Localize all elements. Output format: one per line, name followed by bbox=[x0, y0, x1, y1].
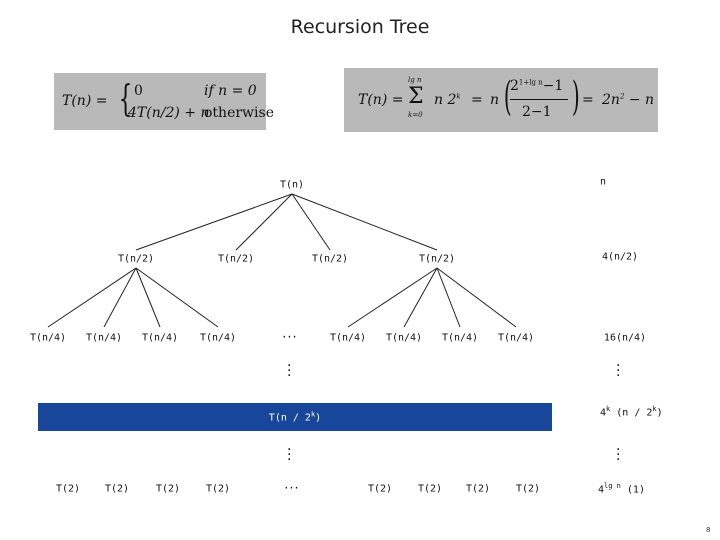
equals-2: = bbox=[582, 92, 594, 108]
tree-node-level1: T(n/2) bbox=[117, 253, 155, 265]
solution-result: 2n2 − n bbox=[602, 92, 655, 108]
right-paren: ) bbox=[571, 74, 580, 120]
recurrence-lhs: T(n) = bbox=[62, 93, 108, 109]
edge bbox=[103, 267, 137, 328]
edge bbox=[135, 267, 219, 328]
tree-node-level2: T(n/4) bbox=[199, 332, 237, 344]
edge bbox=[347, 267, 438, 328]
sum-term: n 2k bbox=[434, 92, 461, 108]
tree-leaf: T(2) bbox=[367, 483, 393, 495]
recurrence-case1-value: 0 bbox=[134, 83, 143, 99]
tree-node-level2: T(n/4) bbox=[441, 332, 479, 344]
tree-leaf: T(2) bbox=[104, 483, 130, 495]
vertical-ellipsis: ··· bbox=[616, 358, 621, 384]
edge bbox=[436, 267, 517, 328]
level-k-label: T(n / 2k) bbox=[268, 410, 322, 424]
level-k-bar bbox=[38, 403, 552, 431]
sum-lower-limit: k=0 bbox=[408, 111, 423, 119]
solution-n: n bbox=[490, 92, 500, 108]
tree-leaf: T(2) bbox=[417, 483, 443, 495]
tree-node-level2: T(n/4) bbox=[141, 332, 179, 344]
fraction-bar bbox=[510, 99, 568, 100]
edge bbox=[235, 193, 293, 251]
tree-node-level1: T(n/2) bbox=[217, 253, 255, 265]
leaf-ellipsis: ... bbox=[284, 477, 300, 493]
tree-node-level2: T(n/4) bbox=[85, 332, 123, 344]
cost-level1: 4(n/2) bbox=[601, 251, 639, 263]
edge bbox=[47, 267, 137, 328]
edge bbox=[291, 193, 438, 251]
tree-root: T(n) bbox=[279, 179, 305, 191]
tree-leaf: T(2) bbox=[465, 483, 491, 495]
cost-level0: n bbox=[599, 176, 607, 188]
tree-leaf: T(2) bbox=[55, 483, 81, 495]
recurrence-case2-condition: otherwise bbox=[204, 105, 274, 121]
sum-symbol: Σ bbox=[408, 84, 424, 109]
tree-leaf: T(2) bbox=[155, 483, 181, 495]
sum-upper-limit: lg n bbox=[408, 76, 422, 84]
tree-node-level1: T(n/2) bbox=[311, 253, 349, 265]
fraction-numerator: 21+lg n−1 bbox=[510, 78, 564, 94]
cost-leaf-level: 4lg n (1) bbox=[598, 482, 645, 496]
cost-level2: 16(n/4) bbox=[603, 332, 647, 344]
vertical-ellipsis: ··· bbox=[287, 442, 292, 468]
recurrence-formula: T(n) = { 0 if n = 0 4T(n/2) + n otherwis… bbox=[54, 73, 274, 130]
vertical-ellipsis: ··· bbox=[287, 358, 292, 384]
tree-node-level1: T(n/2) bbox=[418, 253, 456, 265]
tree-leaf: T(2) bbox=[515, 483, 541, 495]
recurrence-brace: { bbox=[118, 79, 133, 120]
tree-node-level2: T(n/4) bbox=[497, 332, 535, 344]
tree-node-level2: T(n/4) bbox=[29, 332, 67, 344]
equals-1: = bbox=[471, 92, 483, 108]
edge bbox=[403, 267, 438, 328]
recurrence-case1-condition: if n = 0 bbox=[204, 83, 257, 99]
recurrence-case2-value: 4T(n/2) + n bbox=[128, 105, 210, 121]
tree-node-level2: T(n/4) bbox=[385, 332, 423, 344]
level2-ellipsis: ... bbox=[282, 326, 298, 342]
edge bbox=[436, 267, 461, 328]
tree-leaf: T(2) bbox=[205, 483, 231, 495]
slide-title: Recursion Tree bbox=[290, 16, 430, 38]
fraction-denominator: 2−1 bbox=[522, 104, 552, 120]
left-paren: ( bbox=[503, 74, 512, 120]
edge bbox=[291, 193, 331, 251]
edge bbox=[135, 193, 293, 251]
solution-formula: T(n) = lg n Σ k=0 n 2k = n ( 21+lg n−1 2… bbox=[344, 68, 658, 132]
cost-level-k: 4k (n / 2k) bbox=[600, 405, 663, 419]
page-number: 8 bbox=[706, 526, 711, 534]
tree-node-level2: T(n/4) bbox=[329, 332, 367, 344]
solution-lhs: T(n) = bbox=[358, 92, 404, 108]
vertical-ellipsis: ··· bbox=[616, 442, 621, 468]
edge bbox=[135, 267, 161, 328]
